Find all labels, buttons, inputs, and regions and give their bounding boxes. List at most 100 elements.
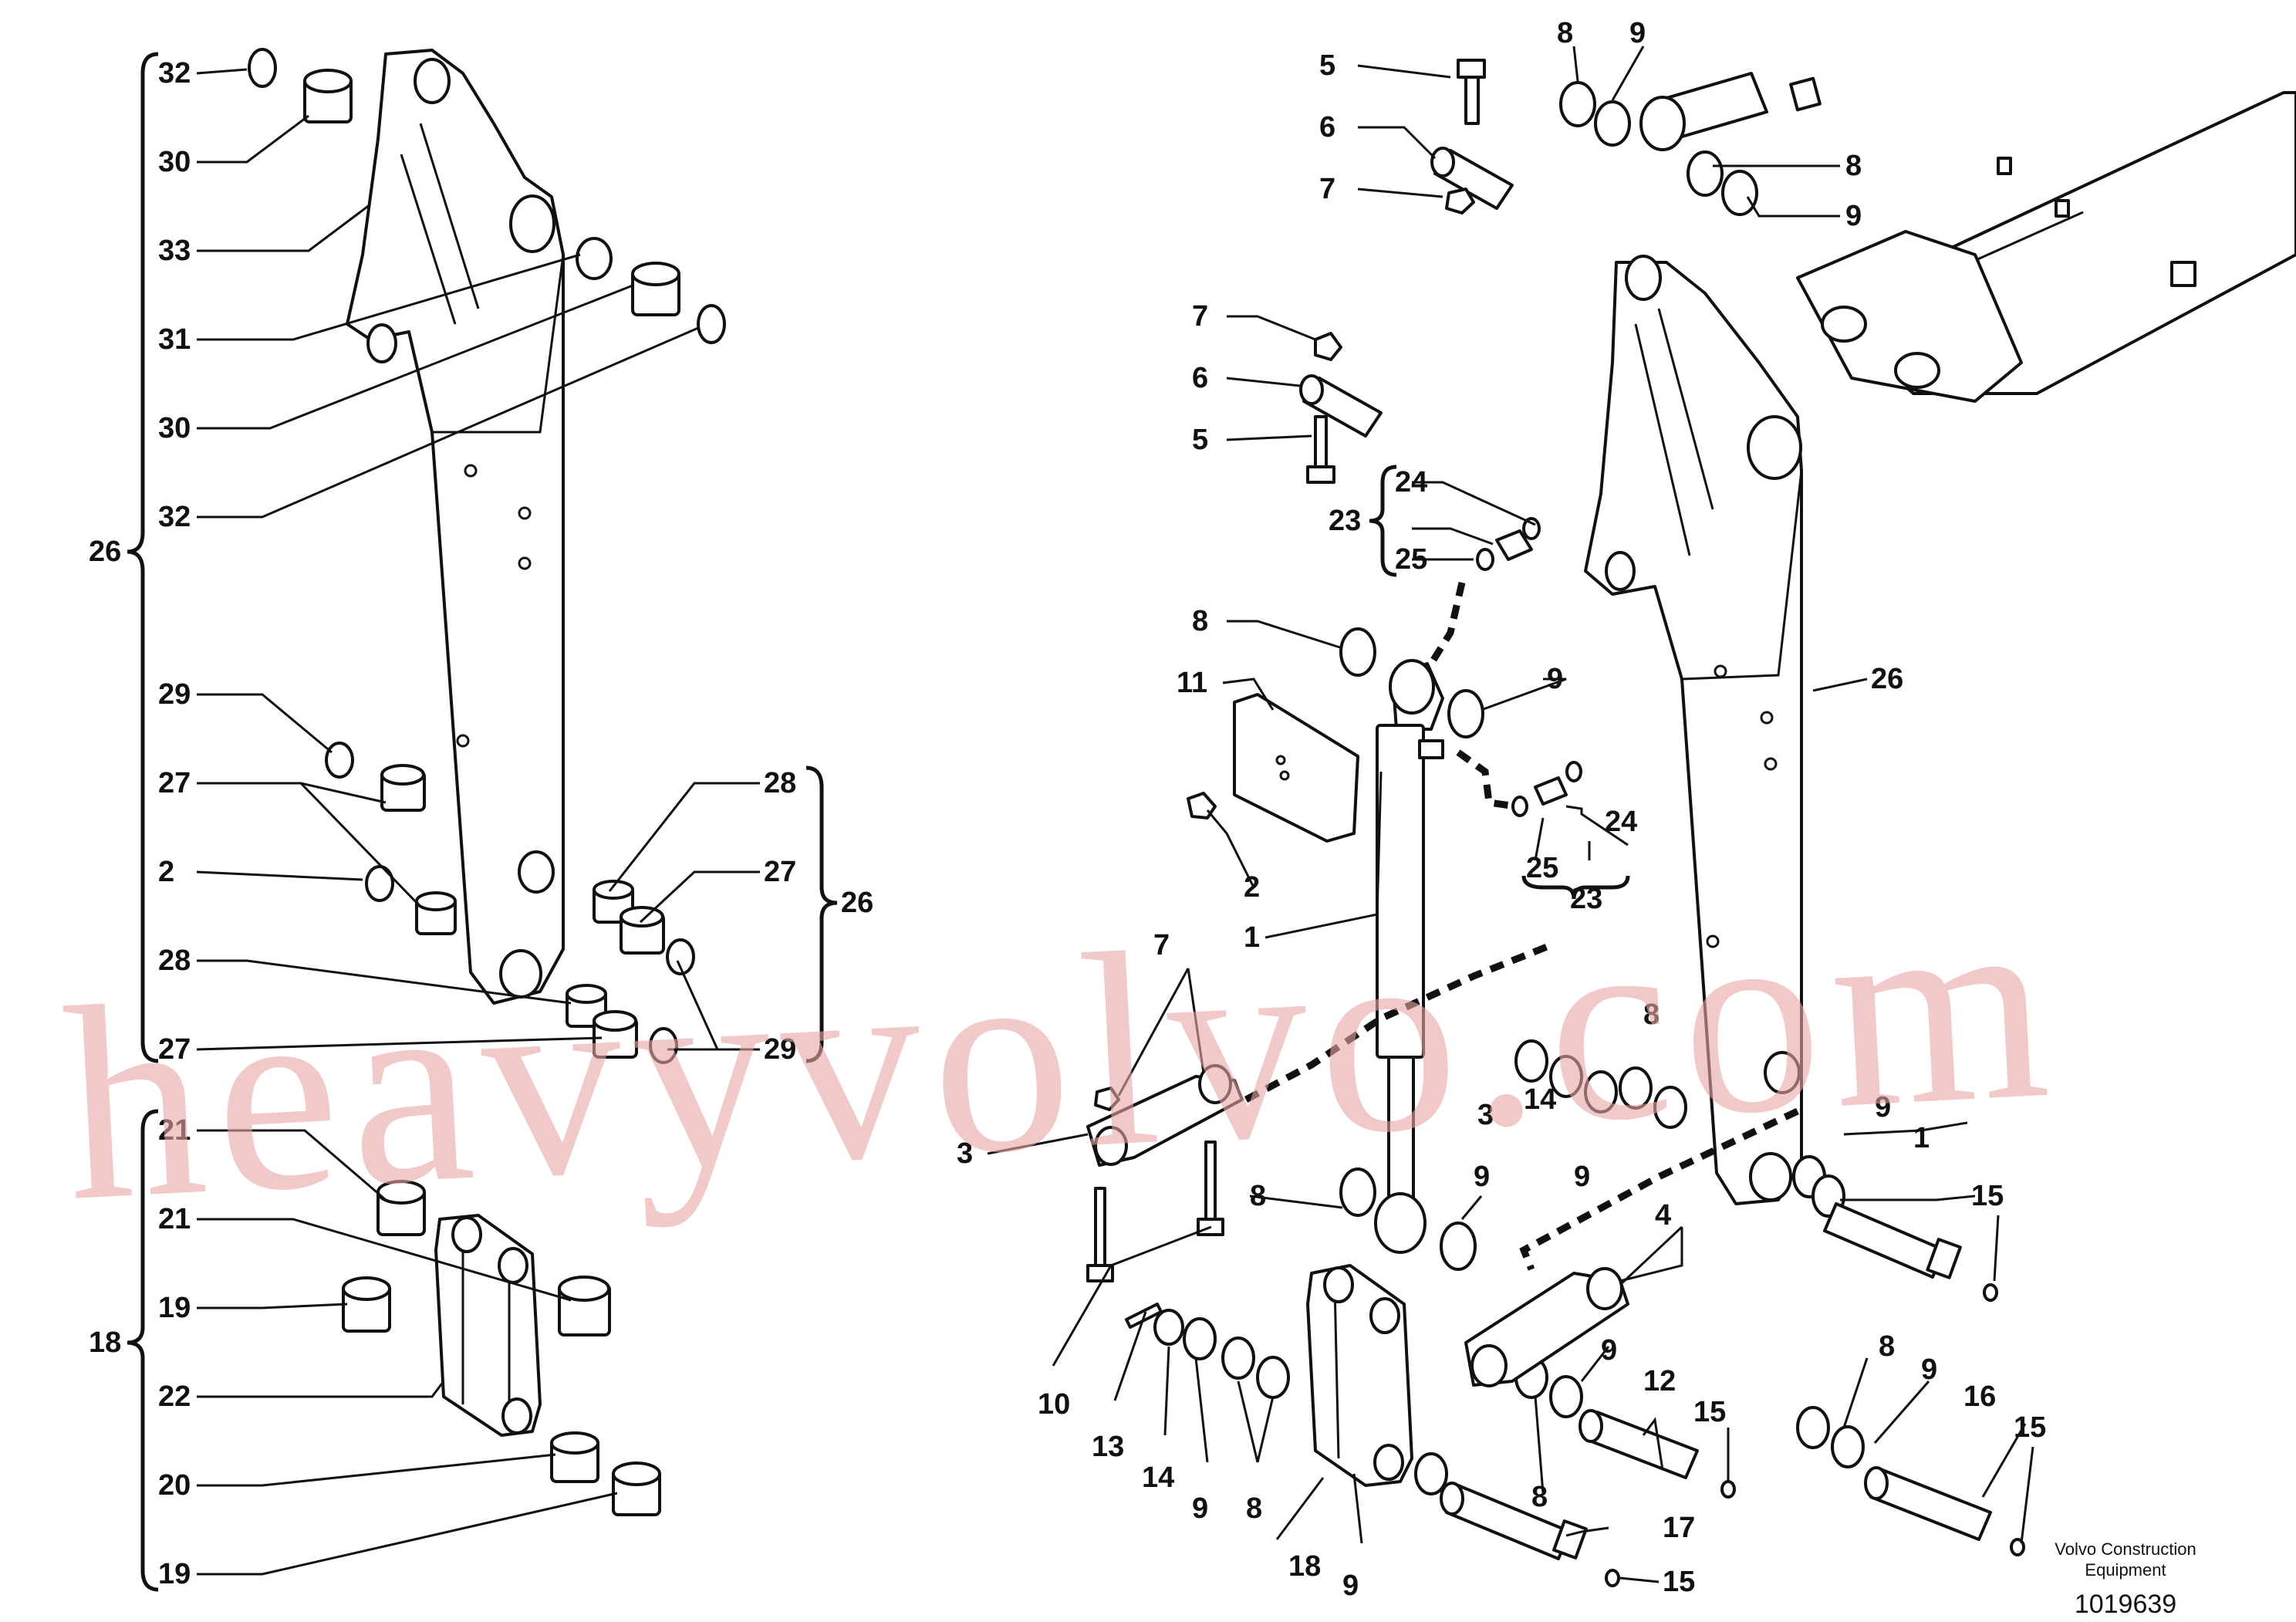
- callout-1: 1: [1244, 921, 1260, 954]
- brace-18: [127, 1109, 159, 1592]
- pin-16: [1864, 1466, 2025, 1556]
- callout-5: 5: [1319, 49, 1335, 82]
- callout-15: 15: [1971, 1180, 2004, 1212]
- callout-13: 13: [1092, 1431, 1124, 1463]
- top-cylinder-rod: [1639, 72, 1822, 151]
- callout-22: 22: [158, 1380, 191, 1413]
- callout-8: 8: [1250, 1180, 1266, 1212]
- callout-19: 19: [158, 1292, 191, 1324]
- hose-dashed-low: [1519, 1107, 1799, 1271]
- bushing-21-mid: [558, 1276, 611, 1336]
- callout-25: 25: [1395, 543, 1427, 576]
- bushing-19-bottom: [612, 1461, 661, 1516]
- seal-32-top: [248, 48, 277, 88]
- brace-26-right: [805, 765, 838, 1063]
- callout-14: 14: [1142, 1461, 1174, 1494]
- bolt-5-mid: [1306, 415, 1335, 484]
- footer: Volvo Construction Equipment 1019639: [2055, 1539, 2196, 1619]
- arm-exploded-view: [127, 48, 838, 1064]
- callout-10: 10: [1038, 1388, 1070, 1421]
- callout-15: 15: [2014, 1411, 2046, 1444]
- callout-8: 8: [1845, 150, 1862, 182]
- boom-structure: [1796, 91, 2296, 403]
- callout-28: 28: [158, 944, 191, 977]
- callout-9: 9: [1474, 1161, 1490, 1193]
- callout-labels: 32 30 33 31 30 32 26 29 27 2 28 27 28 27…: [89, 17, 2046, 1602]
- arm-assembled: [1584, 261, 1803, 1205]
- callout-9: 9: [1342, 1570, 1359, 1602]
- callout-29: 29: [764, 1033, 796, 1066]
- callout-30: 30: [158, 146, 191, 178]
- callout-9: 9: [1574, 1161, 1590, 1193]
- brace-23-top: [1369, 465, 1397, 577]
- callout-15: 15: [1663, 1566, 1695, 1598]
- nut-7-top: [1445, 188, 1475, 215]
- callout-23: 23: [1329, 505, 1361, 537]
- link-exploded-view: [127, 1109, 661, 1592]
- pin-6-mid: [1299, 374, 1383, 438]
- hydraulic-cylinder-1: [1374, 659, 1444, 1254]
- callout-3: 3: [1477, 1099, 1494, 1131]
- bushing-19-top: [342, 1276, 391, 1333]
- callout-9: 9: [1601, 1334, 1617, 1367]
- callout-2: 2: [1244, 871, 1260, 904]
- callout-1: 1: [1913, 1122, 1930, 1154]
- callout-29: 29: [158, 678, 191, 711]
- callout-30: 30: [158, 412, 191, 444]
- callout-32: 32: [158, 501, 191, 533]
- callout-8: 8: [1192, 605, 1208, 637]
- callout-5: 5: [1192, 424, 1208, 456]
- bushing-21-top: [376, 1180, 426, 1236]
- callout-21: 21: [158, 1203, 191, 1235]
- callout-4: 4: [1655, 1199, 1671, 1232]
- callout-17: 17: [1663, 1512, 1695, 1544]
- callout-20: 20: [158, 1469, 191, 1502]
- callout-18: 18: [1288, 1550, 1321, 1583]
- callout-9: 9: [1192, 1492, 1208, 1525]
- drawing-number: 1019639: [2075, 1590, 2176, 1619]
- callout-21: 21: [158, 1114, 191, 1147]
- seal-31: [576, 237, 613, 280]
- callout-27: 27: [764, 856, 796, 888]
- callout-32: 32: [158, 57, 191, 90]
- callout-19: 19: [158, 1558, 191, 1590]
- callout-26: 26: [1871, 663, 1903, 695]
- callout-31: 31: [158, 323, 191, 356]
- callout-8: 8: [1557, 17, 1573, 49]
- callout-8: 8: [1643, 999, 1660, 1031]
- callout-7: 7: [1153, 929, 1170, 961]
- callout-9: 9: [1547, 663, 1563, 695]
- bushing-30-top: [303, 69, 353, 123]
- bushing-20: [550, 1431, 599, 1483]
- callout-16: 16: [1963, 1380, 1996, 1413]
- callout-15: 15: [1693, 1396, 1726, 1428]
- hose-dashed-link: [1244, 941, 1552, 1103]
- bushing-30-mid: [631, 262, 680, 316]
- callout-7: 7: [1192, 300, 1208, 333]
- brace-23-mid: [1521, 875, 1630, 900]
- pin-17: [1440, 1482, 1620, 1587]
- callout-25: 25: [1526, 852, 1558, 884]
- callout-9: 9: [1921, 1353, 1937, 1386]
- pin-1-right: [1823, 1202, 1998, 1302]
- nut-7-mid: [1314, 332, 1342, 361]
- callout-14: 14: [1524, 1083, 1556, 1116]
- callout-6: 6: [1319, 111, 1335, 144]
- callout-26: 26: [841, 887, 873, 919]
- callout-24: 24: [1395, 466, 1427, 498]
- link-4: [1464, 1272, 1629, 1387]
- pin-6-top: [1430, 147, 1514, 210]
- brand-line-2: Equipment: [2085, 1560, 2166, 1580]
- callout-3: 3: [957, 1137, 973, 1170]
- callout-27: 27: [158, 1033, 191, 1066]
- pin-12: [1578, 1409, 1736, 1499]
- guard-11: [1233, 693, 1359, 843]
- brace-26-left: [127, 52, 159, 1063]
- callout-28: 28: [764, 767, 796, 799]
- hose-dashed-top: [1428, 581, 1466, 666]
- seal-32-mid: [697, 304, 726, 344]
- assembled-view: [987, 46, 2296, 1587]
- callout-23: 23: [1570, 883, 1602, 915]
- callout-18: 18: [89, 1326, 121, 1359]
